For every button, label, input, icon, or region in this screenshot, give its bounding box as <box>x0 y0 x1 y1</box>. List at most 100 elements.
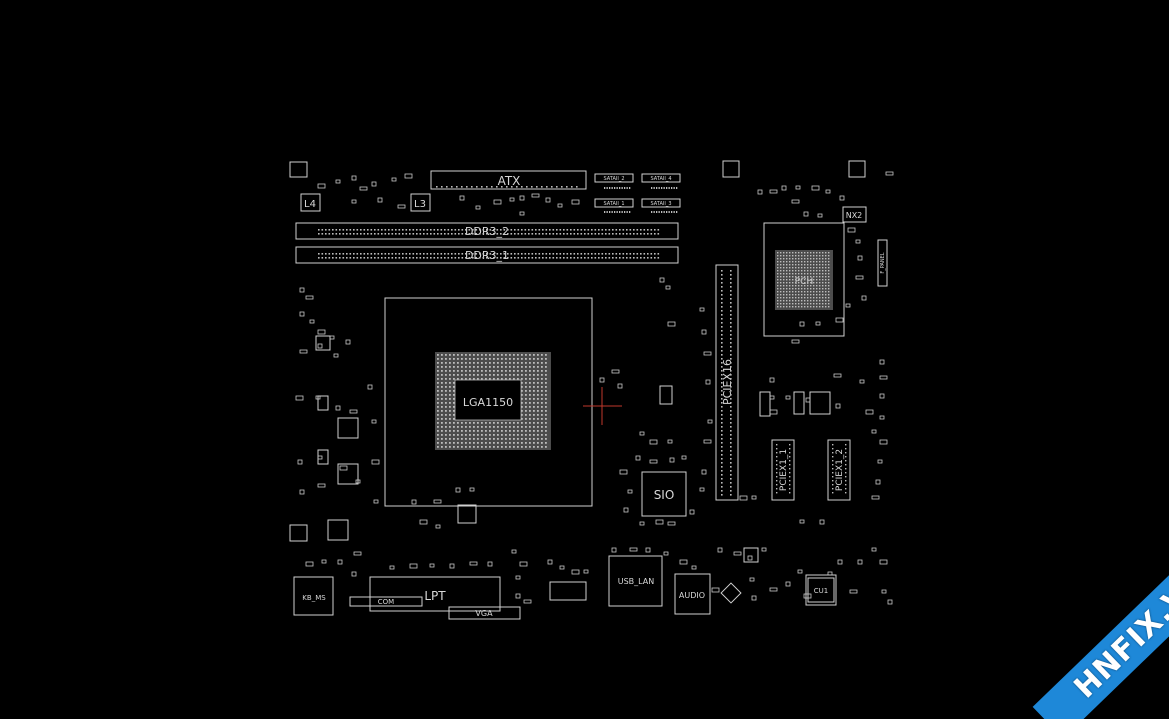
component-pad <box>813 258 815 260</box>
component-pad <box>721 302 723 304</box>
component-pad <box>645 547 651 553</box>
component-pad <box>730 302 732 304</box>
component-pad <box>497 438 499 440</box>
component-pad <box>445 438 447 440</box>
component-pad <box>822 276 824 278</box>
component-pad <box>633 253 635 255</box>
component-pad <box>533 430 535 432</box>
component-pad <box>668 211 670 213</box>
component-pad <box>525 402 527 404</box>
component-pad <box>783 252 785 254</box>
component-pad <box>795 258 797 260</box>
component-pad <box>531 193 540 198</box>
component-pad <box>721 482 723 484</box>
component-pad <box>730 414 732 416</box>
component-pad <box>619 211 621 213</box>
component-pad <box>509 374 511 376</box>
component-pad <box>489 442 491 444</box>
component-pad <box>453 414 455 416</box>
component-pad <box>601 229 604 231</box>
component-pad <box>769 189 778 194</box>
component-pad <box>537 406 539 408</box>
component-pad <box>521 382 523 384</box>
component-pad <box>730 338 732 340</box>
component-pad <box>730 318 732 320</box>
component-pad <box>525 442 527 444</box>
component-pad <box>405 253 408 255</box>
component-pad <box>441 366 443 368</box>
component-pad <box>497 358 499 360</box>
component-pad <box>445 398 447 400</box>
component-pad <box>879 559 888 565</box>
component-pad <box>845 480 847 482</box>
component-pad <box>509 358 511 360</box>
component-pad <box>609 187 611 189</box>
component-pad <box>721 370 723 372</box>
component-pad <box>489 253 492 255</box>
component-pad <box>786 276 788 278</box>
component-pad <box>822 303 824 305</box>
component-pad <box>804 303 806 305</box>
component-pad <box>533 402 535 404</box>
component-pad <box>445 358 447 360</box>
component-pad <box>635 455 641 461</box>
component-pad <box>792 294 794 296</box>
component-pad <box>781 185 787 191</box>
probe-crosshair[interactable] <box>583 387 622 425</box>
component-pad <box>445 434 447 436</box>
component-pad <box>451 229 453 231</box>
component-pad <box>624 187 626 189</box>
component-pad <box>529 362 531 364</box>
component-pad <box>783 264 785 266</box>
component-pad <box>503 229 506 231</box>
svg-text:DDR3_2: DDR3_2 <box>465 225 509 238</box>
component-pad <box>426 233 429 235</box>
component-pad <box>509 434 511 436</box>
component-pad <box>481 374 483 376</box>
component-pad <box>825 306 827 308</box>
component-pad <box>416 257 418 259</box>
component-pad <box>615 253 618 255</box>
component-pad <box>447 229 450 231</box>
component-pad <box>437 402 439 404</box>
component-pad <box>819 297 821 299</box>
component-pad <box>458 233 460 235</box>
component-pad <box>541 402 543 404</box>
component-pad <box>533 406 535 408</box>
component-pad <box>825 276 827 278</box>
svg-text:PCIEX1_2: PCIEX1_2 <box>835 449 845 491</box>
component-pad <box>529 366 531 368</box>
component-pad <box>551 186 553 188</box>
component-pad <box>469 358 471 360</box>
component-pad <box>730 490 732 492</box>
component-pad <box>769 409 778 415</box>
component-pad <box>825 255 827 257</box>
component-pad <box>489 370 491 372</box>
component-pad <box>557 203 563 208</box>
component-pad <box>441 382 443 384</box>
component-pad <box>529 370 531 372</box>
component-pad <box>513 362 515 364</box>
component-pad <box>721 366 723 368</box>
component-pad <box>730 426 732 428</box>
component-pad <box>496 233 499 235</box>
component-pad <box>786 282 788 284</box>
component-pad <box>437 430 439 432</box>
component-pad <box>493 378 495 380</box>
component-pad <box>445 402 447 404</box>
component-pad <box>465 422 467 424</box>
component-pad <box>721 386 723 388</box>
component-pad <box>845 448 847 450</box>
component-pad <box>469 370 471 372</box>
component-pad <box>437 422 439 424</box>
component-pad <box>792 264 794 266</box>
component-pad <box>783 297 785 299</box>
component-pad <box>786 303 788 305</box>
component-pad <box>528 253 530 255</box>
component-pad <box>517 358 519 360</box>
component-pad <box>654 233 656 235</box>
component-pad <box>517 442 519 444</box>
component-pad <box>647 253 649 255</box>
component-pad <box>611 547 617 553</box>
